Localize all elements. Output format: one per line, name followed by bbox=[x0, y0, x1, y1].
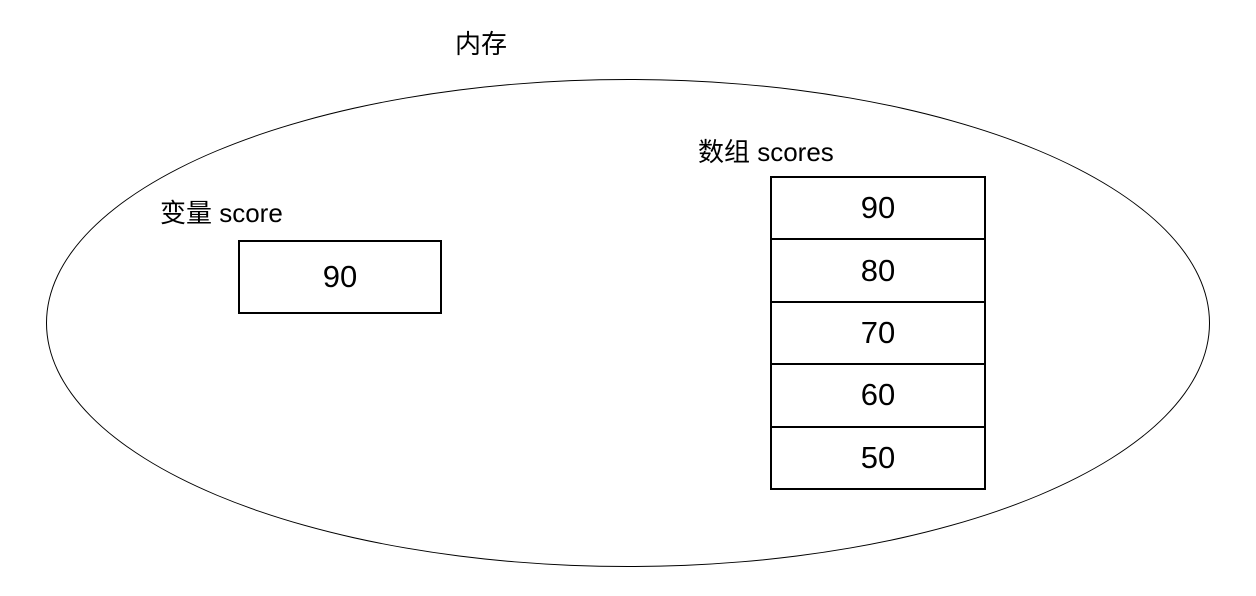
array-box: 90 80 70 60 50 bbox=[770, 176, 986, 490]
memory-ellipse bbox=[46, 79, 1210, 567]
variable-label: 变量 score bbox=[160, 198, 283, 228]
array-cell-1: 80 bbox=[772, 240, 984, 303]
array-cell-2: 70 bbox=[772, 303, 984, 366]
array-cell-3: 60 bbox=[772, 365, 984, 428]
array-cell-0: 90 bbox=[772, 178, 984, 241]
memory-title: 内存 bbox=[455, 29, 508, 59]
array-cell-4: 50 bbox=[860, 439, 896, 475]
variable-value-box: 90 bbox=[238, 240, 442, 314]
array-label: 数组 scores bbox=[698, 137, 834, 167]
